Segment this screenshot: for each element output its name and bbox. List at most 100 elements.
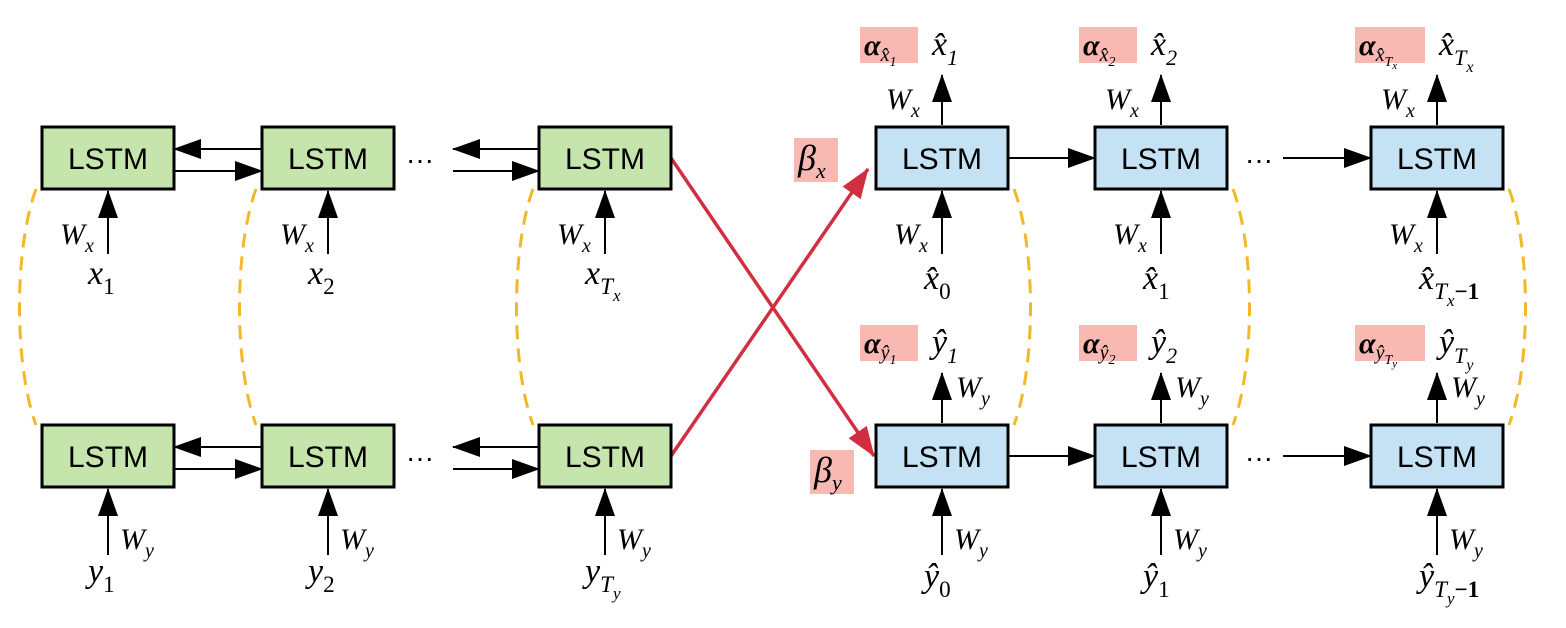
alpha-x-1-output: x̂1 xyxy=(931,26,958,70)
w-sub: y xyxy=(1198,388,1209,410)
ellipsis-enc-top: ··· xyxy=(406,144,434,175)
var-sub: T xyxy=(600,572,615,598)
lstm-label: LSTM xyxy=(68,441,148,474)
lstm-label: LSTM xyxy=(1121,441,1201,474)
enc-x-label-3: xTx xyxy=(584,255,621,305)
alpha-x-2-output: x̂2 xyxy=(1150,26,1177,70)
out-sub: 1 xyxy=(947,343,958,368)
out-subsub: y xyxy=(1464,357,1474,374)
out-base: ŷ xyxy=(929,324,948,361)
alpha-x-1-highlight xyxy=(860,27,918,63)
out-base: x̂ xyxy=(931,26,947,63)
beta-sub: x xyxy=(815,158,826,183)
dec-wy-out-label-3: Wy xyxy=(1451,371,1485,410)
enc-wx-label-3: Wx xyxy=(557,218,591,257)
encoder-lstm-top-1: LSTM xyxy=(40,125,176,191)
w-sub: x xyxy=(918,235,928,257)
var-base: x̂ xyxy=(1142,260,1158,297)
out-sub: 2 xyxy=(1166,343,1177,368)
encoder-dashed-link-1 xyxy=(18,188,38,426)
w-base: W xyxy=(60,218,88,251)
encoder-dashed-link-3 xyxy=(515,188,535,426)
lstm-box xyxy=(40,125,176,191)
decoder-lstm-top-2: LSTM xyxy=(1093,125,1229,191)
alpha-y-1: αŷ1 xyxy=(864,327,897,368)
w-sub: x xyxy=(910,100,920,122)
lstm-cells: LSTMLSTMLSTMLSTMLSTMLSTMLSTMLSTMLSTMLSTM… xyxy=(40,125,1505,489)
var-sub: 0 xyxy=(939,279,951,305)
lstm-label: LSTM xyxy=(288,441,368,474)
encoder-dashed-link-2 xyxy=(238,188,258,426)
out-sub: T xyxy=(1454,45,1468,70)
out-subsub: x xyxy=(1465,59,1473,76)
dec-wx-label-2: Wx xyxy=(1113,218,1147,257)
encoder-lstm-top-2: LSTM xyxy=(260,125,396,191)
w-sub: x xyxy=(1129,100,1139,122)
out-sub: 1 xyxy=(947,45,958,70)
w-base: W xyxy=(886,83,914,116)
ellipsis-dec-bottom: ··· xyxy=(1245,442,1273,473)
dec-y-input-label-2: ŷ1 xyxy=(1140,558,1170,603)
dec-x-input-label-3: x̂Tx−1 xyxy=(1418,260,1479,310)
dec-wx-out-label-3: Wx xyxy=(1381,83,1415,122)
alpha-sub: 2 xyxy=(1109,353,1116,368)
var-tail: −1 xyxy=(1455,577,1480,603)
lstm-box xyxy=(1369,423,1505,489)
w-sub: y xyxy=(363,540,374,562)
w-base: W xyxy=(280,218,308,251)
dec-y-input-label-3: ŷTy−1 xyxy=(1416,558,1479,608)
decoder-lstm-bottom-1: LSTM xyxy=(874,423,1010,489)
dec-wy-out-label-2: Wy xyxy=(1175,371,1209,410)
w-sub: y xyxy=(640,540,651,562)
var-sub: T xyxy=(600,274,615,300)
var-subsub: x xyxy=(612,286,621,305)
dec-y-input-label-1: ŷ0 xyxy=(921,558,951,603)
ellipsis-dec-top: ··· xyxy=(1245,144,1273,175)
lstm-label: LSTM xyxy=(902,143,982,176)
alpha-sub: 1 xyxy=(890,55,897,70)
var-sub: 0 xyxy=(939,577,951,603)
w-sub: y xyxy=(1196,540,1207,562)
w-sub: x xyxy=(1405,100,1415,122)
w-base: W xyxy=(956,371,984,404)
enc-x-label-1: x1 xyxy=(87,255,115,300)
alpha-hat: ŷ xyxy=(1374,342,1385,364)
alpha-subsub: x xyxy=(1391,60,1397,72)
dec-x-input-label-1: x̂0 xyxy=(923,260,951,305)
beta-sub: y xyxy=(830,470,842,495)
alpha-hat: ŷ xyxy=(1098,342,1109,364)
lstm-label: LSTM xyxy=(1397,143,1477,176)
var-base: x̂ xyxy=(1418,260,1434,297)
lstm-label: LSTM xyxy=(902,441,982,474)
enc-wx-label-2: Wx xyxy=(280,218,314,257)
dashed-links xyxy=(18,188,1527,426)
var-base: ŷ xyxy=(1416,558,1435,595)
alpha-symbol: α xyxy=(864,327,881,360)
w-sub: y xyxy=(1474,388,1485,410)
lstm-box xyxy=(537,423,673,489)
var-base: y xyxy=(582,553,601,590)
beta-x: βx xyxy=(797,138,826,183)
w-base: W xyxy=(1173,523,1201,556)
math-labels: ············Wxx1Wyy1Wxx2Wyy2WxxTxWyyTyWx… xyxy=(60,26,1485,608)
ellipsis-enc-bottom: ··· xyxy=(406,442,434,473)
w-sub: y xyxy=(977,540,988,562)
beta-base: β xyxy=(813,450,832,490)
var-subsub: x xyxy=(1446,291,1455,310)
var-sub: 2 xyxy=(323,274,335,300)
w-base: W xyxy=(1389,218,1417,251)
alpha-sub: 2 xyxy=(1109,55,1116,70)
w-base: W xyxy=(340,523,368,556)
alpha-x-1: αx̂1 xyxy=(864,29,897,70)
dec-wx-out-label-2: Wx xyxy=(1105,83,1139,122)
alpha-sub: T xyxy=(1385,55,1394,70)
w-base: W xyxy=(557,218,585,251)
enc-y-label-1: y1 xyxy=(85,553,115,598)
enc-wy-label-2: Wy xyxy=(340,523,374,562)
out-base: ŷ xyxy=(1148,324,1167,361)
var-base: y xyxy=(85,553,104,590)
w-base: W xyxy=(894,218,922,251)
lstm-box xyxy=(40,423,176,489)
w-base: W xyxy=(1381,83,1409,116)
var-base: x xyxy=(307,255,323,292)
